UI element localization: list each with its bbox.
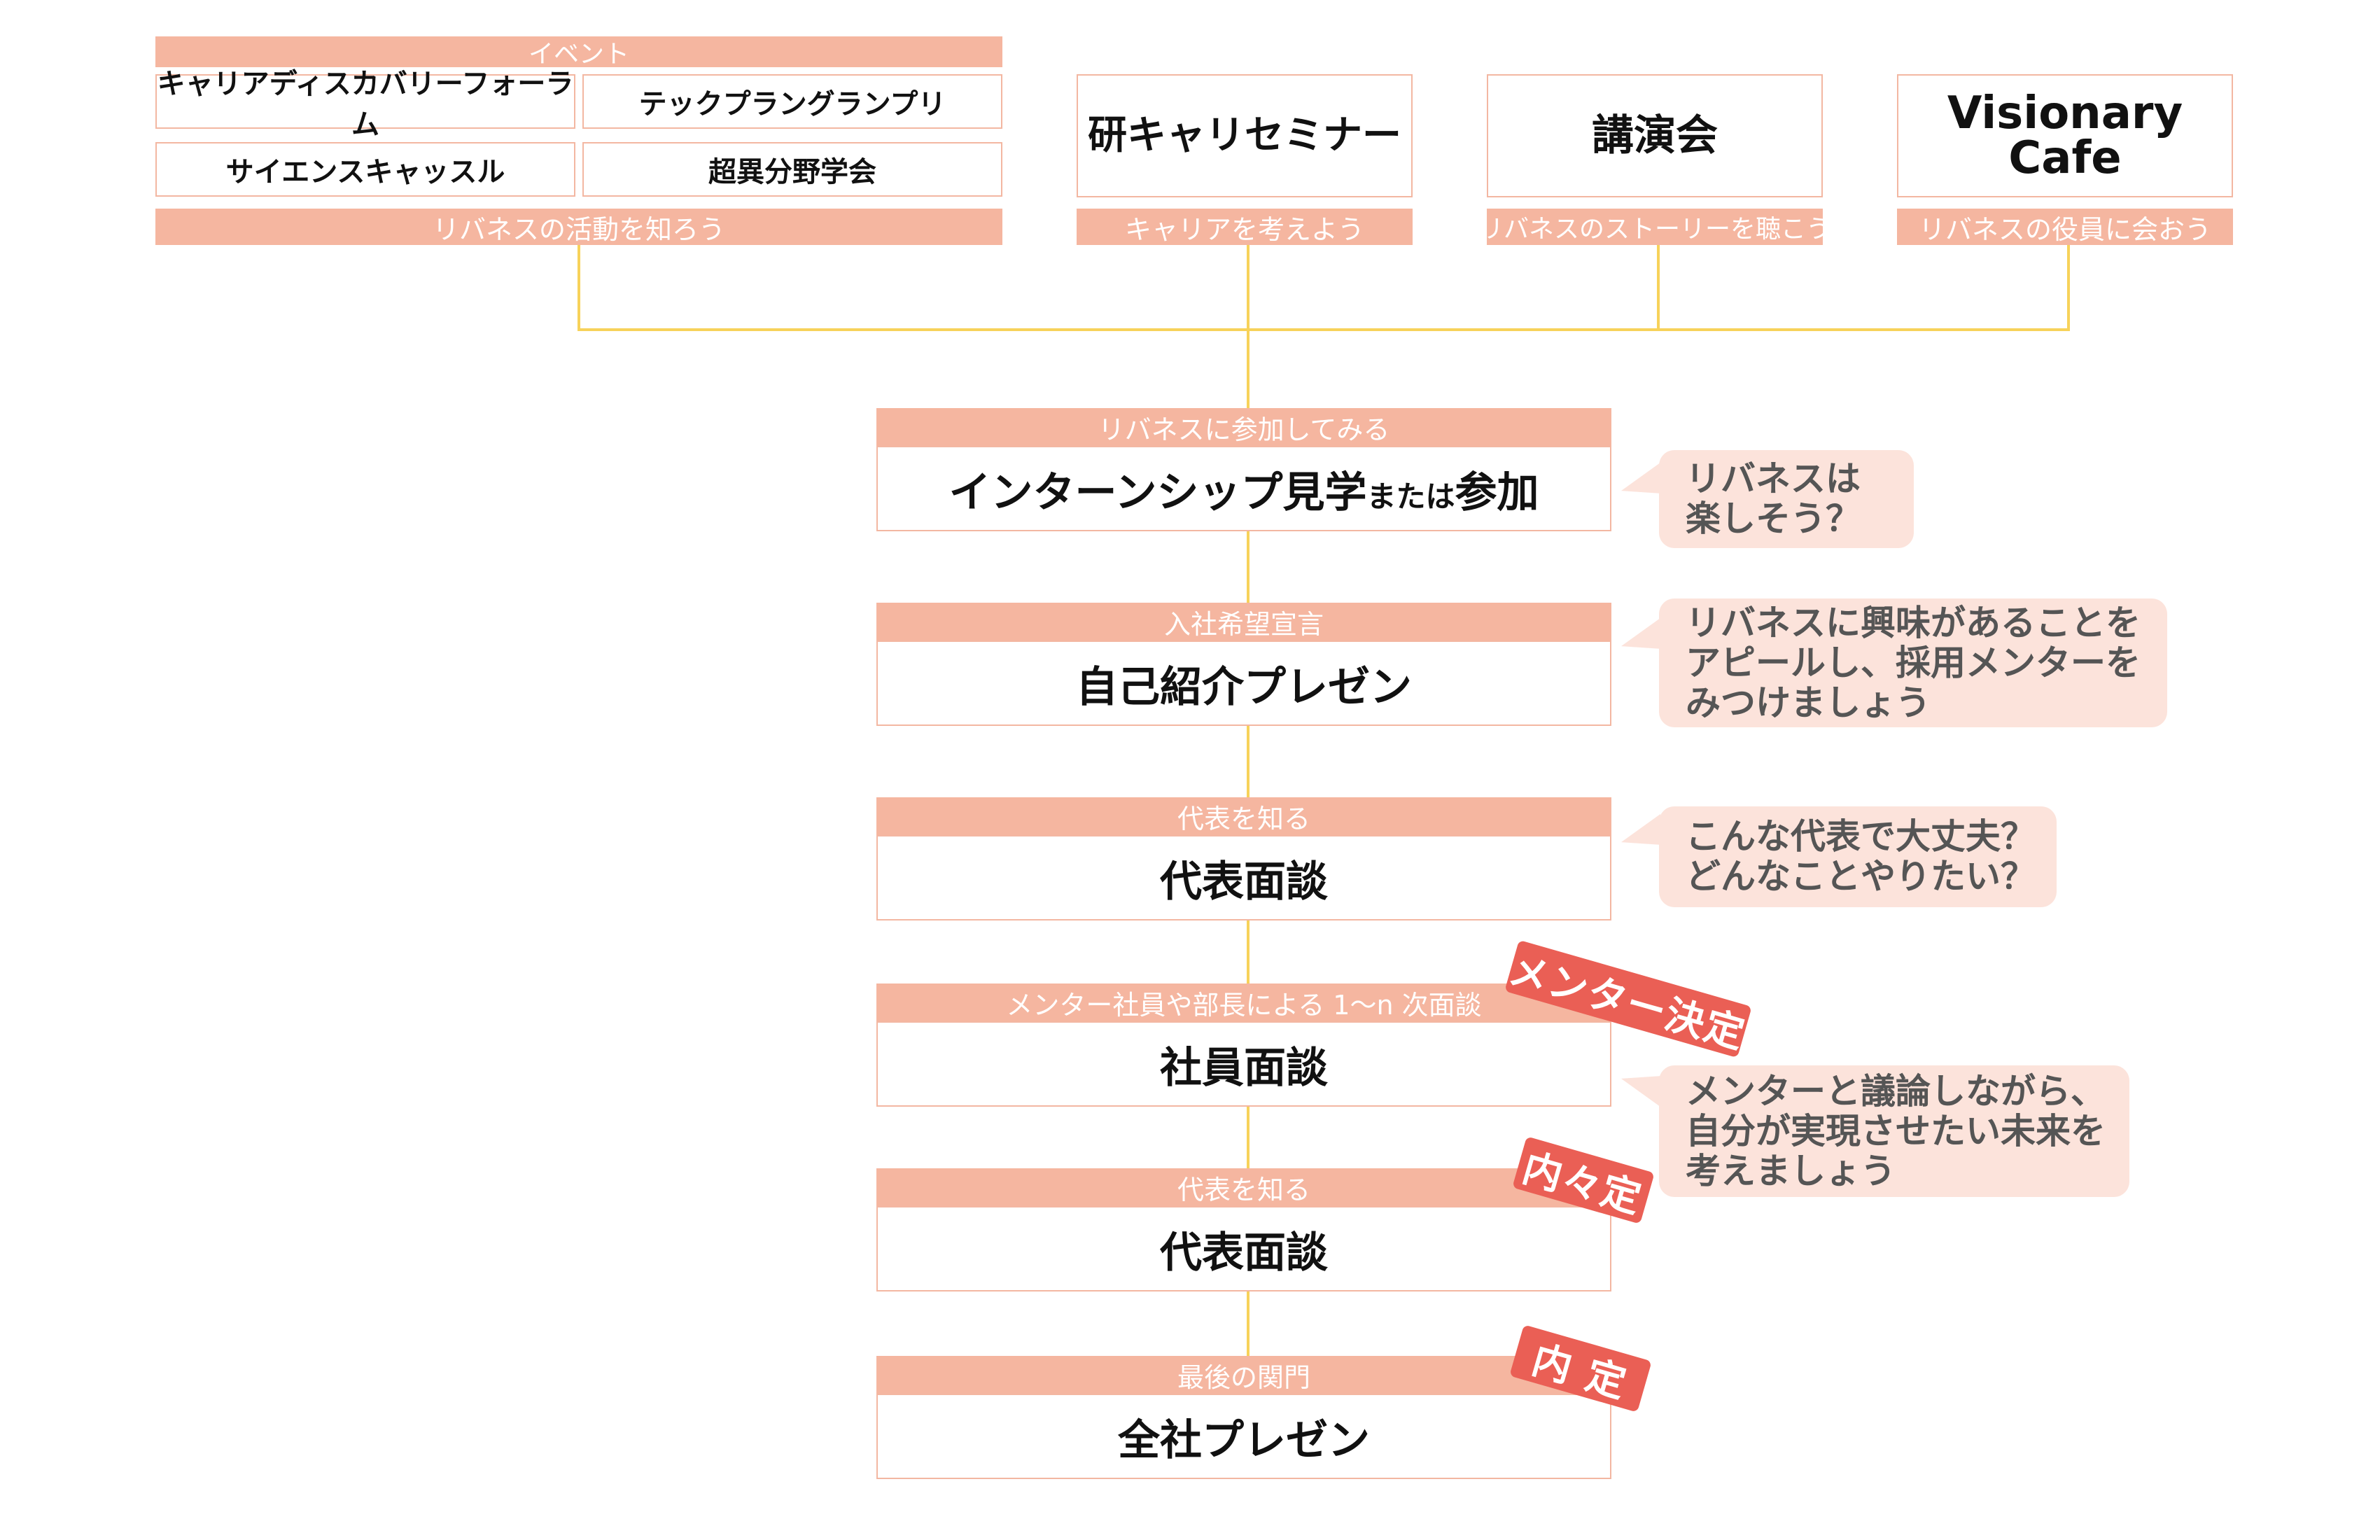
step-1-header: リバネスに参加してみる — [876, 408, 1611, 446]
step-6-header: 最後の関門 — [876, 1356, 1611, 1394]
step-1-title-small: または — [1366, 479, 1455, 514]
step-2-box: 自己紹介プレゼン — [876, 640, 1611, 726]
step-3-title: 代表面談 — [1160, 857, 1328, 906]
event-tech-plan-grandprix: テックプラングランプリ — [582, 74, 1002, 129]
speech-bubble-2: リバネスに興味があることを アピールし、採用メンターを みつけましょう — [1659, 598, 2167, 727]
bubble-1-tail — [1621, 462, 1660, 507]
lecture-title: 講演会 — [1592, 111, 1718, 160]
step-1-box: インターンシップ見学または参加 — [876, 446, 1611, 531]
connector-line-visionary — [2067, 245, 2070, 331]
bubble-2-tail — [1621, 617, 1660, 662]
visionary-cafe-box: Visionary Cafe — [1897, 74, 2233, 197]
step-1-title-main2: 参加 — [1455, 468, 1539, 517]
step-4-title: 社員面談 — [1160, 1043, 1328, 1093]
step-1-title-main1: インターンシップ見学 — [948, 468, 1367, 517]
seminar-box: 研キャリセミナー — [1077, 74, 1413, 197]
lecture-box: 講演会 — [1487, 74, 1823, 197]
speech-bubble-3: こんな代表で大丈夫？ どんなことやりたい？ — [1659, 806, 2057, 907]
speech-bubble-1: リバネスは 楽しそう？ — [1659, 450, 1914, 548]
bubble-4-tail — [1621, 1063, 1660, 1107]
step-6-title: 全社プレゼン — [1118, 1415, 1370, 1465]
connector-line-horizontal — [578, 328, 2070, 331]
step-5-box: 代表面談 — [876, 1206, 1611, 1292]
step-4-box: 社員面談 — [876, 1021, 1611, 1107]
step-2-title: 自己紹介プレゼン — [1076, 662, 1412, 712]
step-5-header: 代表を知る — [876, 1168, 1611, 1206]
step-4-header: メンター社員や部長による 1〜n 次面談 — [876, 983, 1611, 1021]
connector-line-lecture — [1657, 245, 1660, 331]
speech-bubble-4: メンターと議論しながら、 自分が実現させたい未来を 考えましょう — [1659, 1065, 2129, 1197]
event-footer: リバネスの活動を知ろう — [155, 209, 1002, 245]
visionary-title-line1: Visionary — [1947, 88, 2183, 139]
seminar-footer: キャリアを考えよう — [1077, 209, 1413, 245]
seminar-title: 研キャリセミナー — [1088, 113, 1401, 158]
step-2-header: 入社希望宣言 — [876, 603, 1611, 640]
event-career-discovery-forum: キャリアディスカバリーフォーラム — [155, 68, 575, 141]
step-5-title: 代表面談 — [1160, 1228, 1328, 1278]
step-6-box: 全社プレゼン — [876, 1394, 1611, 1479]
step-3-box: 代表面談 — [876, 835, 1611, 920]
visionary-footer: リバネスの役員に会おう — [1897, 209, 2233, 245]
event-cross-field-conference: 超異分野学会 — [582, 142, 1002, 197]
bubble-3-tail — [1621, 813, 1660, 858]
step-3-header: 代表を知る — [876, 797, 1611, 835]
event-science-castle: サイエンスキャッスル — [155, 142, 575, 197]
event-header: イベント — [155, 36, 1002, 69]
visionary-title-line2: Cafe — [2008, 132, 2122, 184]
step-1-title: インターンシップ見学または参加 — [948, 458, 1539, 519]
connector-line-event — [578, 245, 580, 331]
lecture-footer: リバネスのストーリーを聴こう — [1478, 209, 1831, 245]
